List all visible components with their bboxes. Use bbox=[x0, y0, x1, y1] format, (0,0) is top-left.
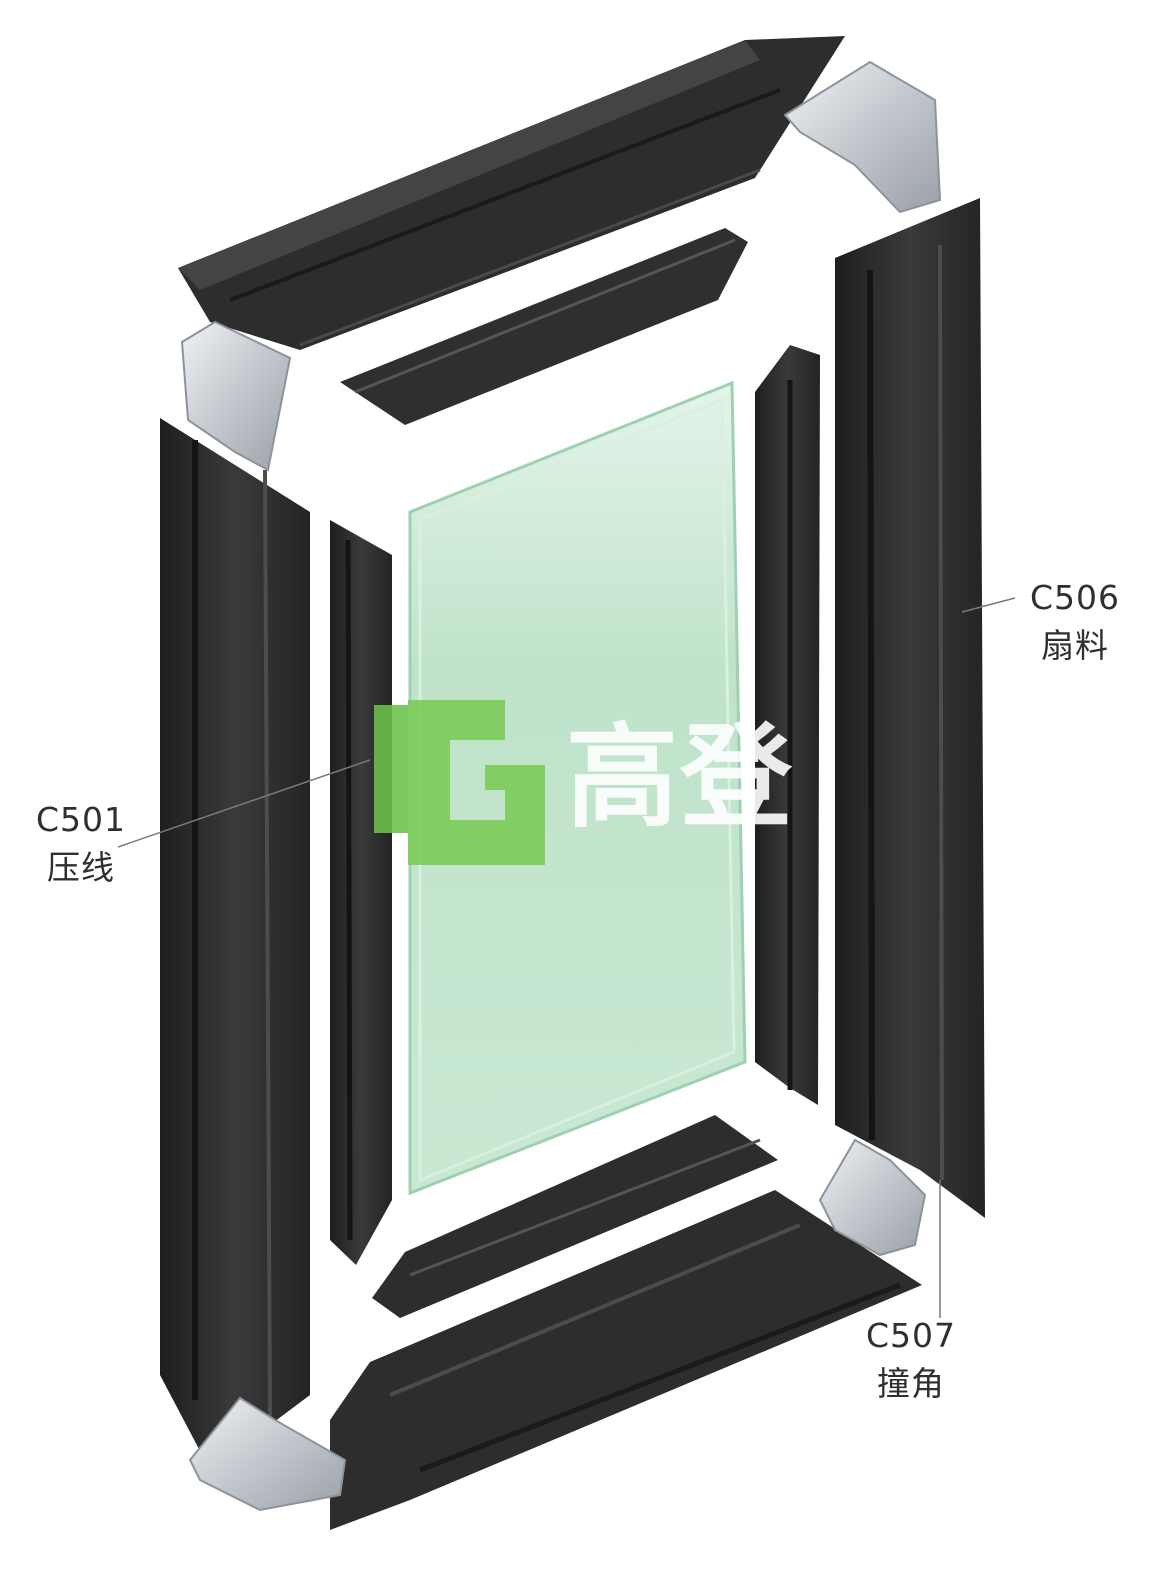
callout-c507-name: 撞角 bbox=[877, 1364, 946, 1403]
corner-connector-top-right bbox=[783, 60, 942, 214]
bottom-sash-profile bbox=[330, 1190, 922, 1530]
callout-c506-name: 扇料 bbox=[1041, 626, 1110, 665]
right-sash-profile bbox=[835, 198, 985, 1218]
top-glazing-bead bbox=[340, 228, 748, 425]
callout-c506: C506 扇料 bbox=[1030, 574, 1120, 670]
glass-pane bbox=[408, 380, 747, 1196]
corner-connector-bottom-left bbox=[188, 1396, 347, 1512]
callout-c507: C507 撞角 bbox=[866, 1312, 956, 1408]
callout-c501-name: 压线 bbox=[47, 848, 116, 887]
callout-c501-code: C501 bbox=[36, 800, 127, 839]
bottom-glazing-bead bbox=[372, 1115, 778, 1318]
right-glazing-bead bbox=[755, 345, 820, 1105]
top-sash-profile bbox=[178, 36, 845, 350]
callout-c506-code: C506 bbox=[1030, 578, 1121, 617]
corner-connector-bottom-right bbox=[818, 1138, 927, 1257]
left-sash-profile bbox=[160, 418, 310, 1470]
leader-line-c506 bbox=[961, 597, 1016, 613]
callout-c507-code: C507 bbox=[866, 1316, 957, 1355]
logo-g-mark bbox=[374, 700, 545, 865]
corner-connector-top-left bbox=[180, 320, 292, 472]
left-glazing-bead bbox=[330, 520, 392, 1265]
leader-line-c501 bbox=[117, 759, 371, 848]
brand-name: 高登 bbox=[566, 713, 794, 843]
callout-c501: C501 压线 bbox=[36, 796, 126, 892]
